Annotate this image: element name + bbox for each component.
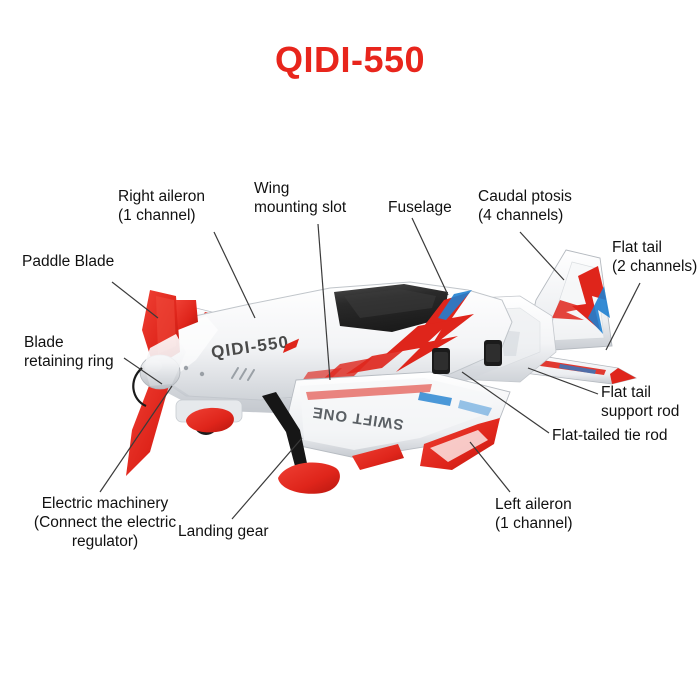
callout-fuselage: Fuselage <box>388 199 452 216</box>
callout-right-aileron: Right aileron (1 channel) <box>118 188 206 224</box>
callout-blade-retaining-ring: Blade retaining ring <box>24 334 114 370</box>
fuselage-vents <box>231 367 255 381</box>
cockpit-canopy <box>334 284 448 332</box>
page-title: QIDI-550 <box>274 39 426 80</box>
left-wing: SWIFT ONE <box>287 371 511 470</box>
callout-flat-tail-support-rod: Flat tail support rod <box>601 384 680 420</box>
wing-servos <box>432 340 502 374</box>
callout-flat-tailed-tie-rod: Flat-tailed tie rod <box>552 427 668 444</box>
callout-electric-machinery: Electric machinery (Connect the electric… <box>33 495 177 550</box>
callout-wing-mounting-slot: Wing mounting slot <box>254 180 347 216</box>
callout-landing-gear: Landing gear <box>178 523 269 540</box>
callout-left-aileron: Left aileron (1 channel) <box>495 496 573 532</box>
callout-flat-tail: Flat tail (2 channels) <box>612 239 698 275</box>
callout-caudal-ptosis: Caudal ptosis (4 channels) <box>478 188 572 224</box>
callout-paddle-blade: Paddle Blade <box>22 253 115 270</box>
